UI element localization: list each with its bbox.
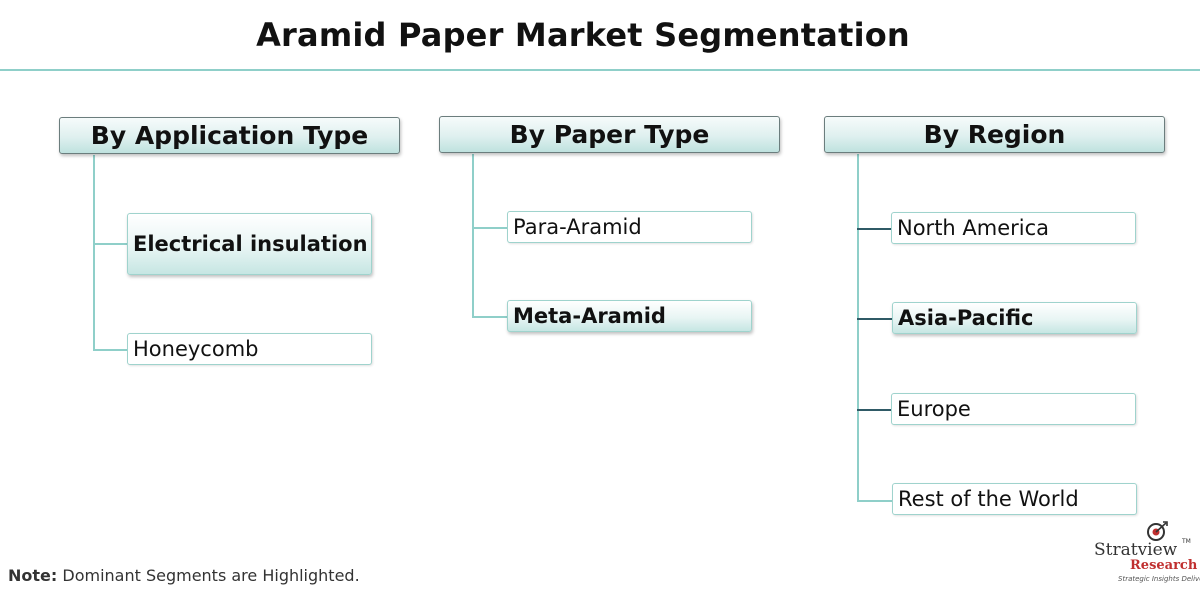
- segment-north-america: North America: [891, 212, 1136, 244]
- segment-rest-of-the-world: Rest of the World: [892, 483, 1137, 515]
- logo-tagline: Strategic Insights Delivered: [1118, 575, 1200, 583]
- connector-trunk-application: [93, 155, 95, 351]
- connector-branch-rest-of-world: [857, 500, 892, 502]
- segment-para-aramid: Para-Aramid: [507, 211, 752, 243]
- connector-branch-honeycomb: [93, 349, 127, 351]
- footnote-label: Note:: [8, 566, 58, 585]
- stratview-logo: Stratview TM Research Strategic Insights…: [1094, 520, 1200, 600]
- target-chart-icon: [1147, 521, 1168, 541]
- connector-branch-para: [472, 227, 507, 229]
- connector-trunk-paper: [472, 154, 474, 318]
- category-header-paper-type: By Paper Type: [439, 116, 780, 153]
- footnote-text: Dominant Segments are Highlighted.: [57, 566, 360, 585]
- connector-branch-electrical: [93, 243, 127, 245]
- connector-branch-north-america: [857, 228, 891, 230]
- segment-meta-aramid: Meta-Aramid: [507, 300, 752, 332]
- segment-electrical-insulation: Electrical insulation: [127, 213, 372, 275]
- diagram-title: Aramid Paper Market Segmentation: [256, 16, 910, 54]
- segment-europe: Europe: [891, 393, 1136, 425]
- category-header-region: By Region: [824, 116, 1165, 153]
- title-divider: [0, 69, 1200, 71]
- segment-honeycomb: Honeycomb: [127, 333, 372, 365]
- category-header-application-type: By Application Type: [59, 117, 400, 154]
- logo-name: Stratview: [1094, 540, 1178, 560]
- footnote: Note: Dominant Segments are Highlighted.: [8, 566, 360, 585]
- connector-trunk-region: [857, 154, 859, 502]
- connector-branch-asia-pacific: [857, 318, 892, 320]
- connector-branch-europe: [857, 409, 891, 411]
- connector-branch-meta: [472, 316, 507, 318]
- logo-subtitle: Research: [1130, 558, 1198, 573]
- segment-asia-pacific: Asia-Pacific: [892, 302, 1137, 334]
- logo-trademark: TM: [1182, 538, 1191, 545]
